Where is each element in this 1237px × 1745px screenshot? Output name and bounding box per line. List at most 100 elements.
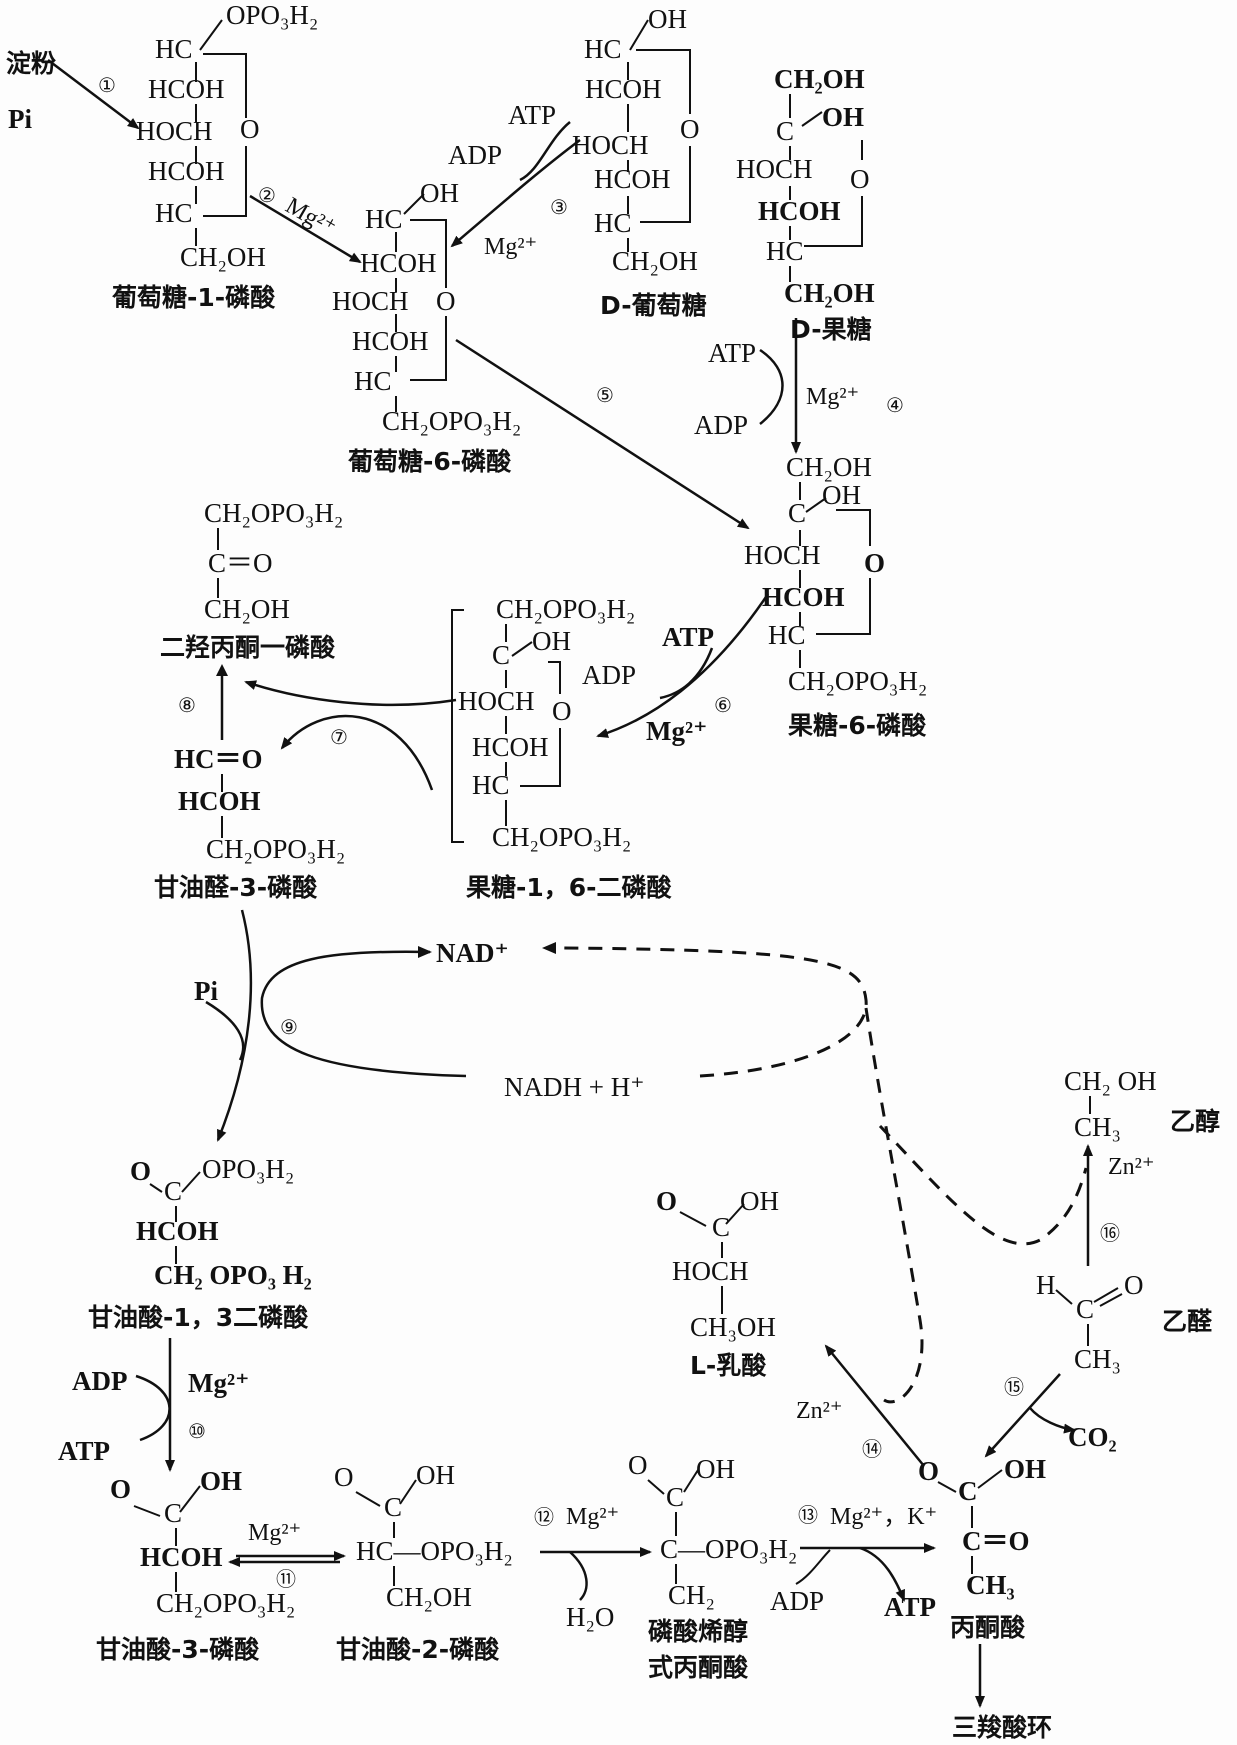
g3p-c1: HC＝O (174, 744, 263, 774)
g6p-c3: HOCH (332, 286, 409, 316)
bpg-opo3h2: OPO₃H₂ (202, 1154, 294, 1184)
step-4-adp: ADP (694, 410, 748, 440)
step-2-mg: Mg²⁺ (281, 193, 340, 242)
fructose-c5: HC (766, 236, 804, 266)
lactate-c3: CH₃OH (690, 1312, 776, 1342)
f6p-name: 果糖-6-磷酸 (788, 711, 927, 740)
step-6-label: ⑥ (714, 693, 732, 717)
glucose-c2: HCOH (585, 74, 662, 104)
f16bp-structure: CH₂OPO₃H₂ C OH HOCH HCOH HC CH₂OPO₃H₂ O (451, 594, 635, 852)
lactate-oh: OH (740, 1186, 779, 1216)
step-2-label: ② (258, 183, 276, 207)
f6p-ring-o: O (864, 548, 885, 578)
pg3-o: O (110, 1474, 131, 1504)
g6p-ring-o: O (436, 286, 456, 316)
pep-oh: OH (696, 1454, 735, 1484)
f6p-structure: CH₂OH C OH HOCH HCOH HC CH₂OPO₃H₂ O (744, 452, 927, 696)
bpg-o: O (130, 1156, 151, 1186)
step-12-mg: Mg²⁺ (566, 1504, 619, 1530)
pg3-oh: OH (200, 1466, 242, 1496)
pep-c1: C (666, 1482, 684, 1512)
acetaldehyde-c1: C (1076, 1294, 1094, 1324)
f16bp-c6: CH₂OPO₃H₂ (492, 822, 631, 852)
fructose-structure: CH₂OH C OH HOCH HCOH HC CH₂OH O (736, 64, 875, 308)
pg2-o: O (334, 1462, 354, 1492)
arrow-step6-atp-adp (659, 647, 714, 700)
glucose-ring-o: O (680, 114, 700, 144)
bpg-name: 甘油酸-1，3二磷酸 (88, 1303, 309, 1332)
pg2-c1: C (384, 1492, 402, 1522)
arrow-step15 (984, 1373, 1061, 1458)
fructose-c4: HCOH (758, 196, 841, 226)
g6p-c6: CH₂OPO₃H₂ (382, 406, 521, 436)
g6p-structure: HC OH HCOH HOCH HCOH HC CH₂OPO₃H₂ O (332, 178, 521, 436)
step-6-atp: ATP (662, 622, 714, 652)
ethanol-c2: CH₃ (1074, 1112, 1121, 1142)
arrow-step3 (450, 139, 581, 248)
pyruvate-c2: C＝O (962, 1526, 1030, 1556)
f16bp-c4: HCOH (472, 732, 549, 762)
nad-loop (260, 950, 467, 1078)
acetaldehyde-h: H (1036, 1270, 1056, 1300)
dhap-name: 二羟丙酮一磷酸 (160, 633, 336, 662)
step-12-h2o: H₂O (566, 1602, 614, 1632)
ethanol-structure: CH₂ OH CH₃ (1064, 1066, 1157, 1142)
arrow-step13-atp (859, 1546, 906, 1602)
step-10-mg: Mg²⁺ (188, 1368, 249, 1398)
g3p-c2: HCOH (178, 786, 261, 816)
f6p-c3: HOCH (744, 540, 821, 570)
pg3-name: 甘油酸-3-磷酸 (96, 1635, 260, 1664)
step-15-label: ⑮ (1004, 1375, 1024, 1399)
pyruvate-o: O (918, 1456, 939, 1486)
step-6-mg: Mg²⁺ (646, 716, 707, 746)
ethanol-c1: CH₂ OH (1064, 1066, 1157, 1096)
bpg-c2: HCOH (136, 1216, 219, 1246)
arrow-step7-to-g3p (280, 714, 434, 791)
pg3-c1: C (164, 1498, 182, 1528)
acetaldehyde-name: 乙醛 (1162, 1307, 1213, 1336)
dashed-to-lactate (864, 1007, 924, 1404)
dhap-structure: CH₂OPO₃H₂ C＝O CH₂OH (204, 498, 343, 624)
g1p-name: 葡萄糖-1-磷酸 (111, 283, 276, 312)
glucose-c4: HCOH (594, 164, 671, 194)
g3p-structure: HC＝O HCOH CH₂OPO₃H₂ (174, 744, 345, 864)
pg2-c2: HC—OPO₃H₂ (356, 1536, 513, 1566)
step-3-label: ③ (550, 195, 568, 219)
lactate-o: O (656, 1186, 677, 1216)
acetaldehyde-o: O (1124, 1270, 1144, 1300)
g1p-c4: HCOH (148, 156, 225, 186)
fructose-c2: C (776, 116, 794, 146)
nad-label: NAD⁺ (436, 938, 509, 968)
step-4-label: ④ (886, 393, 904, 417)
f16bp-c3: HOCH (458, 686, 535, 716)
g1p-c6: CH₂OH (180, 242, 266, 272)
step-8-label: ⑧ (178, 693, 196, 717)
pep-name-line2: 式丙酮酸 (648, 1653, 749, 1682)
f6p-c6: CH₂OPO₃H₂ (788, 666, 927, 696)
f6p-c1: CH₂OH (786, 452, 872, 482)
pg3-structure: O C OH HCOH CH₂OPO₃H₂ (110, 1466, 295, 1618)
pyruvate-oh: OH (1004, 1454, 1046, 1484)
step-10-adp: ADP (72, 1366, 128, 1396)
tca-label: 三羧酸环 (952, 1713, 1052, 1742)
step-13-adp: ADP (770, 1586, 824, 1616)
step-4-mg: Mg²⁺ (806, 384, 859, 410)
lactate-c1: C (712, 1212, 730, 1242)
pg2-oh: OH (416, 1460, 455, 1490)
g6p-c2: HCOH (360, 248, 437, 278)
glucose-c6: CH₂OH (612, 246, 698, 276)
dhap-c2: C＝O (208, 548, 273, 578)
arrow-step15-co2 (1029, 1407, 1076, 1434)
pyruvate-c1: C (958, 1476, 978, 1506)
arrow-step14 (824, 1344, 925, 1467)
arrow-step10-adp-atp (135, 1374, 171, 1442)
starch-label: 淀粉 (6, 49, 56, 78)
fructose-ring-o: O (850, 164, 870, 194)
step-10-atp: ATP (58, 1436, 110, 1466)
dashed-to-ethanol (878, 1124, 1088, 1246)
g1p-ring-o: O (240, 114, 260, 144)
arrow-step2 (249, 194, 362, 264)
g1p-c5: HC (155, 198, 193, 228)
